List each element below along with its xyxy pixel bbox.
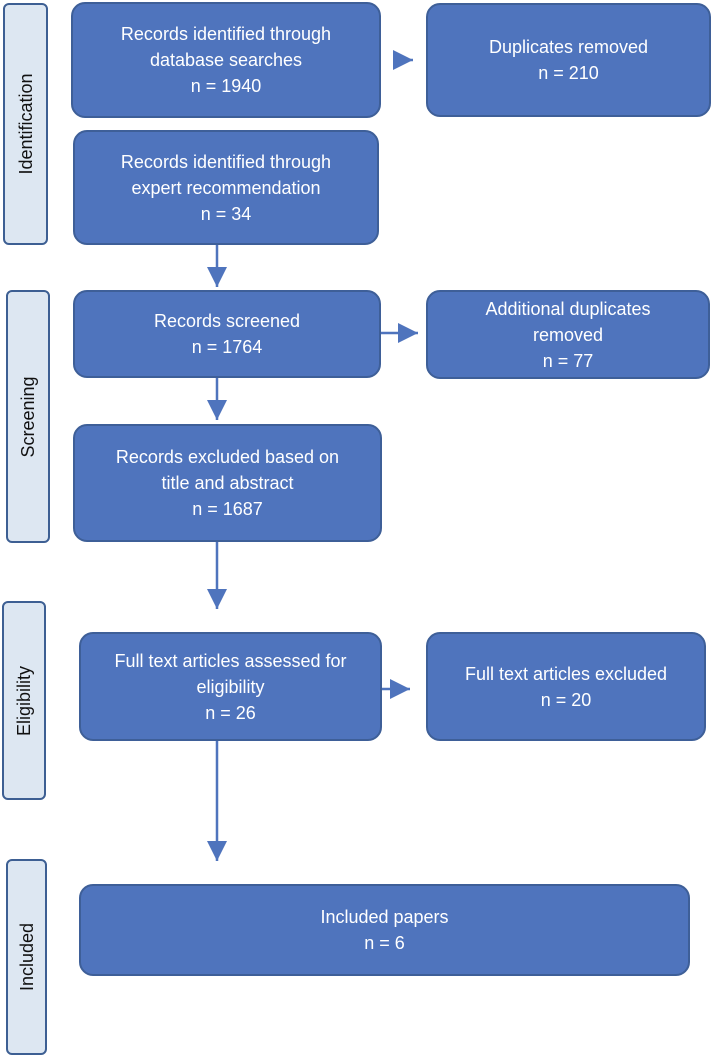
box-expert-records: Records identified through expert recomm…: [73, 130, 379, 245]
box-records-screened: Records screened n = 1764: [73, 290, 381, 378]
box-excluded-line-3: n = 1687: [192, 499, 263, 519]
stage-label-screening: Screening: [18, 375, 38, 458]
box-additional-duplicates-line-3: n = 77: [542, 350, 594, 371]
box-screened-line-2: n = 1764: [191, 337, 263, 357]
box-expert-line-3: n = 34: [200, 203, 252, 224]
box-assessed-line-1: Full text articles assessed for: [114, 650, 347, 671]
box-included-papers: Included papers n = 6: [79, 884, 690, 976]
box-database-line-3: n = 1940: [190, 76, 262, 96]
box-expert-line-2: expert recommendation: [131, 177, 321, 198]
box-additional-duplicates-line-1: Additional duplicates: [485, 298, 651, 319]
box-included-line-2: n = 6: [364, 933, 405, 953]
box-excluded-line-1: Records excluded based on: [115, 447, 340, 467]
stage-label-included: Included: [16, 922, 37, 992]
box-duplicates-line-1: Duplicates removed: [488, 37, 649, 57]
box-duplicates-removed: Duplicates removed n = 210: [426, 3, 711, 117]
box-included-line-1: Included papers: [320, 907, 449, 927]
stage-included: Included: [6, 859, 47, 1055]
box-additional-duplicates: Additional duplicates removed n = 77: [426, 290, 710, 379]
stage-label-identification: Identification: [15, 73, 36, 175]
box-fulltext-excluded-line-2: n = 20: [540, 689, 592, 710]
box-assessed-line-3: n = 26: [205, 702, 256, 723]
box-database-line-2: database searches: [149, 50, 303, 70]
box-excluded-line-2: title and abstract: [161, 473, 294, 493]
box-fulltext-excluded-line-1: Full text articles excluded: [464, 663, 668, 684]
box-assessed-line-2: eligibility: [196, 676, 265, 697]
stage-identification: Identification: [3, 3, 48, 245]
box-database-records: Records identified through database sear…: [71, 2, 381, 118]
box-additional-duplicates-line-2: removed: [532, 324, 604, 345]
stage-eligibility: Eligibility: [2, 601, 46, 800]
box-records-excluded: Records excluded based on title and abst…: [73, 424, 382, 542]
box-full-text-assessed: Full text articles assessed for eligibil…: [79, 632, 382, 741]
stage-screening: Screening: [6, 290, 50, 543]
box-full-text-excluded: Full text articles excluded n = 20: [426, 632, 706, 741]
box-database-line-1: Records identified through: [120, 24, 332, 44]
box-screened-line-1: Records screened: [153, 311, 301, 331]
box-expert-line-1: Records identified through: [120, 151, 332, 172]
stage-label-eligibility: Eligibility: [14, 665, 34, 736]
box-duplicates-line-2: n = 210: [538, 63, 599, 83]
